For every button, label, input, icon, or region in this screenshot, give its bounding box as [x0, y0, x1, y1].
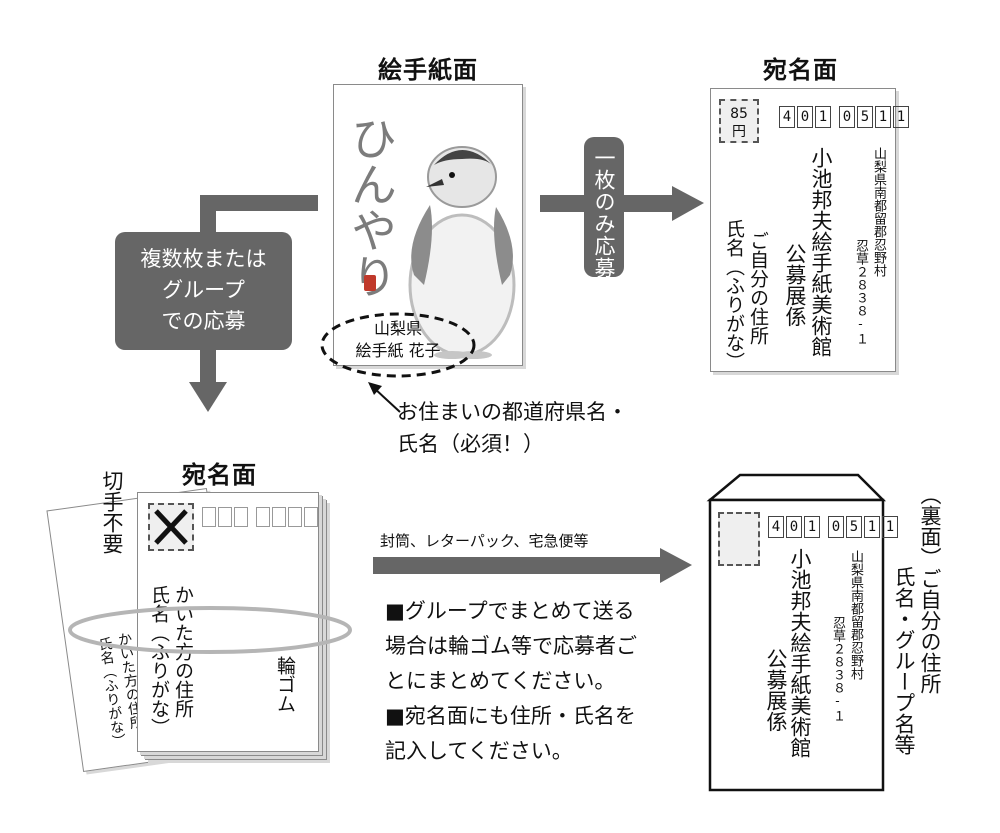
heading-address-side-top: 宛名面 [763, 56, 838, 84]
envelope-back-note-2: 氏名・グループ名等 [892, 566, 916, 755]
sender-address: ご自分の住所 [747, 231, 769, 345]
sender-oval-text: 山梨県 絵手紙 花子 [340, 318, 456, 362]
artwork-text: ひんやり [344, 115, 398, 299]
mail-method-label: 封筒、レターパック、宅急便等 [380, 532, 589, 550]
sender-prefecture: 山梨県 [373, 319, 422, 338]
penguin-illustration-icon [408, 146, 516, 359]
multi-entry-label: 複数枚または グループ での応募 [115, 232, 292, 350]
sender-name-furigana: 氏名（ふりがな） [723, 219, 745, 371]
writer-name-furigana: 氏名（ふりがな） [148, 585, 170, 737]
heading-etegami-side: 絵手紙面 [378, 56, 478, 84]
arrow-right-bottom [373, 548, 692, 583]
cross-mark-icon [154, 509, 188, 545]
pointer-arrow-icon [368, 382, 401, 413]
stamp-85yen: 85 円 [719, 99, 759, 143]
bundle-card-front: かいた方の住所 氏名（ふりがな） [137, 492, 319, 752]
envelope-recipient-1: 小池邦夫絵手紙美術館 [788, 548, 812, 758]
no-stamp-note: 切手不要 [100, 470, 124, 554]
heading-address-side-bottom: 宛名面 [182, 461, 257, 489]
envelope-address-2: 忍草２８３８-１ [830, 616, 845, 722]
stamp-area [148, 503, 194, 551]
seal-stamp [364, 275, 376, 291]
postal-code-boxes-empty [202, 507, 318, 527]
envelope-address-1: 山梨県南都留郡忍野村 [848, 550, 863, 680]
envelope-stamp-area [718, 512, 760, 566]
etegami-postcard: ひんやり [333, 84, 523, 366]
envelope-back-note-1: （裏面）ご自分の住所 [918, 484, 942, 694]
envelope-recipient-2: 公募展係 [764, 648, 788, 732]
single-entry-label: 一枚のみ応募 [584, 137, 624, 279]
instructions-text: ■グループでまとめて送る 場合は輪ゴム等で応募者ご とにまとめてください。 ■宛… [385, 599, 637, 763]
recipient-name-1: 小池邦夫絵手紙美術館 [809, 147, 833, 357]
recipient-name-2: 公募展係 [783, 243, 807, 327]
address-line-1: 山梨県南都留郡忍野村 [871, 147, 886, 277]
sender-name: 絵手紙 花子 [355, 341, 441, 360]
callout-text: お住まいの都道府県名・ 氏名（必須！） [397, 400, 628, 456]
rubber-band-label: 輪ゴム [274, 656, 296, 713]
address-line-2: 忍草２８３８-１ [853, 239, 868, 345]
